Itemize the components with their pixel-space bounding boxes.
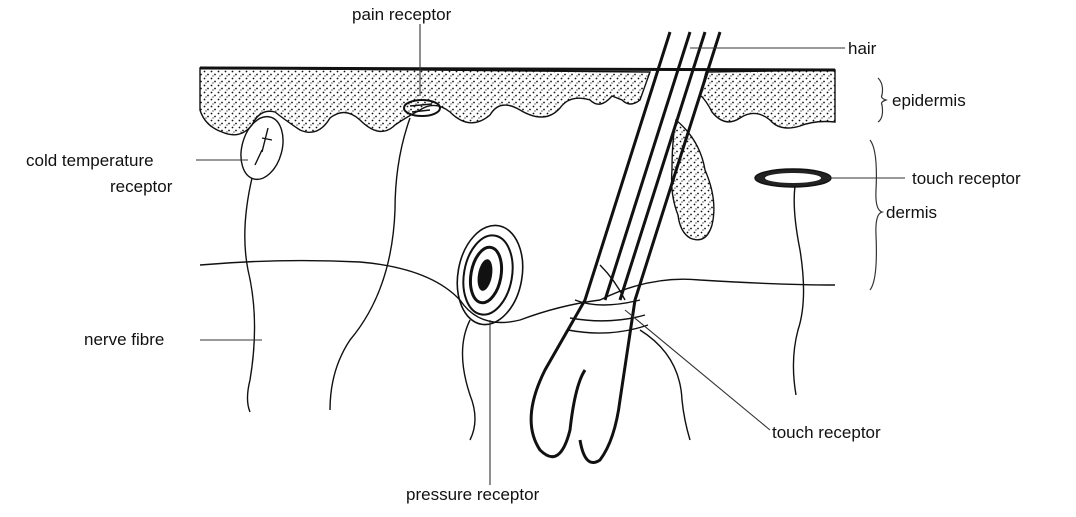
label-touch-receptor-bottom: touch receptor: [772, 423, 881, 442]
label-cold-receptor: receptor: [110, 177, 173, 196]
touch-receptor-upper: [754, 168, 832, 188]
label-touch-receptor-top: touch receptor: [912, 169, 1021, 188]
pain-receptor-ending: [403, 99, 441, 117]
touch-receptor-follicle-endings: [567, 264, 649, 334]
cold-receptor: [240, 115, 284, 181]
dermis-boundary: [199, 259, 836, 324]
epidermis-brace: [877, 77, 888, 123]
label-cold-temperature: cold temperature: [26, 151, 154, 170]
label-pressure-receptor: pressure receptor: [406, 485, 540, 504]
label-nerve-fibre: nerve fibre: [84, 330, 164, 349]
label-epidermis: epidermis: [892, 91, 966, 110]
leader-lines: [196, 24, 905, 485]
dermis-brace: [869, 139, 885, 291]
hair-follicle: [529, 31, 722, 464]
sebaceous-gland: [670, 118, 715, 241]
label-pain-receptor: pain receptor: [352, 5, 452, 24]
pressure-receptor-corpuscle: [456, 224, 524, 326]
nerve-fibres: [244, 117, 805, 441]
label-dermis: dermis: [886, 203, 937, 222]
epidermis-layer: [199, 66, 836, 136]
label-hair: hair: [848, 39, 877, 58]
